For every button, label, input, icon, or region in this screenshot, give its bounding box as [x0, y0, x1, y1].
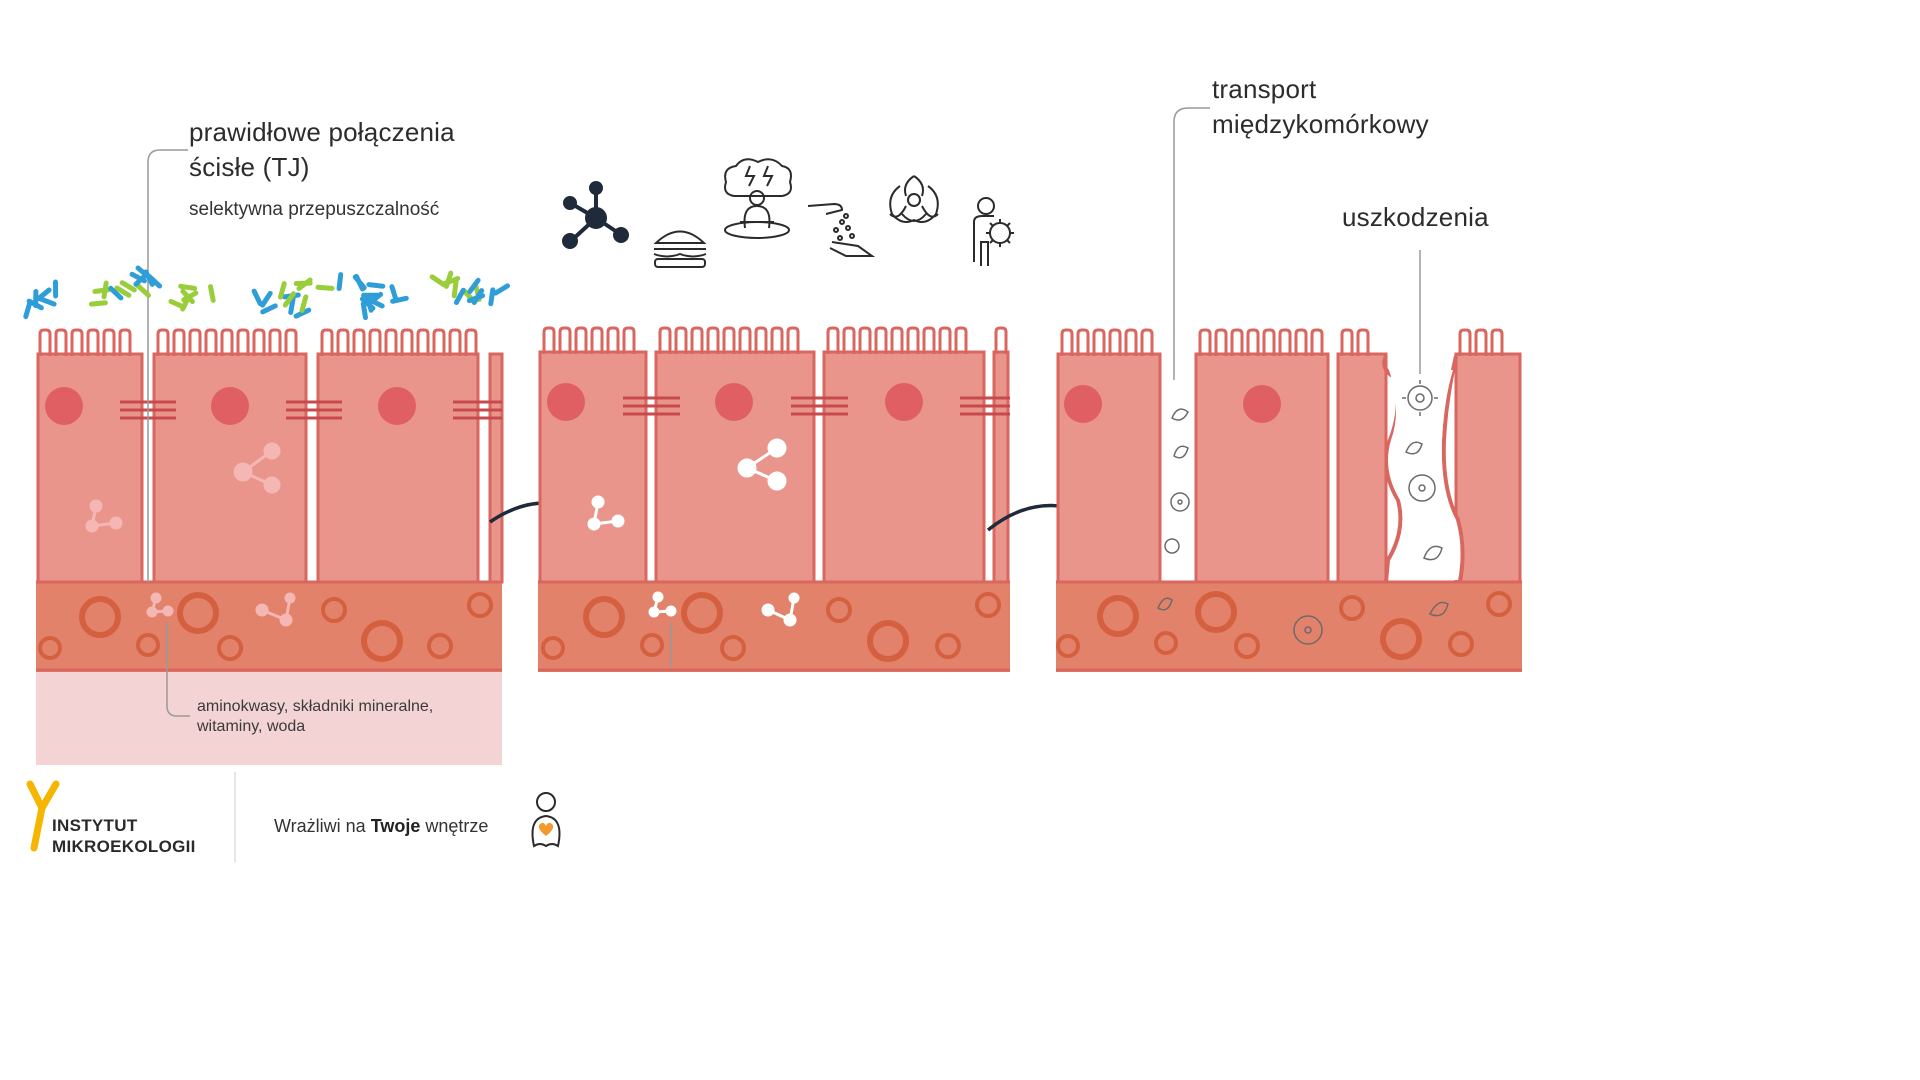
bacterium [282, 291, 296, 308]
bacterium [336, 272, 344, 291]
lamina-zone [36, 670, 502, 765]
intestinal-barrier-diagram: prawidłowe połączenia ścisłe (TJ) selekt… [23, 74, 1522, 862]
tagline-bold: Twoje [370, 816, 421, 836]
bacterium [390, 295, 409, 304]
nutrients-line2: witaminy, woda [197, 718, 306, 735]
molecules [587, 438, 800, 627]
bacterium [168, 299, 187, 310]
bacterium [429, 274, 447, 288]
bacterium [364, 294, 374, 313]
nutrients-callout-line [166, 622, 190, 717]
tj-subtitle: selektywna przepuszczalność [189, 199, 440, 220]
tj-title-line1: prawidłowe połączenia [189, 117, 455, 147]
bacterium [108, 285, 124, 301]
transport-callout-line [1173, 107, 1210, 380]
tj-callout-line [147, 149, 188, 300]
nuclei [45, 387, 416, 425]
tj-title-line2: ścisłe (TJ) [189, 152, 310, 182]
bacterium [251, 288, 263, 307]
bacterium [38, 296, 57, 307]
bacterium [26, 298, 44, 311]
bacterium [443, 270, 454, 289]
tight-junctions [120, 400, 502, 420]
burger-icon [653, 230, 707, 268]
transport-line1: transport [1212, 74, 1317, 104]
bacterium [453, 287, 466, 305]
epithelial-cells [36, 352, 504, 584]
pathogens [1157, 380, 1449, 645]
stress-icon [724, 158, 792, 239]
microvilli [38, 328, 478, 358]
person-virus-icon [973, 197, 1014, 266]
bacterium [466, 293, 486, 304]
bacterium [360, 301, 368, 321]
bacterium [208, 284, 216, 303]
bacterium [178, 283, 197, 291]
bacterium [451, 279, 459, 299]
tagline-suffix: wnętrze [420, 816, 489, 836]
bacterium [353, 273, 365, 292]
heart-person-icon [531, 792, 561, 848]
hand-powder-icon [807, 202, 876, 257]
bacterium [488, 287, 496, 307]
bacterium [278, 281, 287, 300]
bacterium [389, 284, 399, 303]
bacterium [288, 296, 296, 315]
bacterium [101, 280, 109, 300]
bacterium [135, 265, 152, 280]
bacterium [260, 303, 278, 315]
connective-tissue [36, 582, 502, 672]
bacterium [180, 288, 195, 305]
molecules-faint [85, 442, 296, 627]
bacterium [299, 294, 309, 313]
bacterium [23, 300, 33, 320]
bacterium [260, 290, 273, 308]
molecule-icon [562, 181, 629, 249]
tagline-prefix: Wrażliwi na [274, 816, 371, 836]
gut-bacteria [23, 265, 510, 321]
institute-logo [26, 780, 60, 852]
bacterium [366, 282, 386, 289]
bacterium [296, 277, 313, 291]
brand-line2: MIKROEKOLOGII [52, 837, 196, 856]
nutrients-line1: aminokwasy, składniki mineralne, [197, 698, 434, 715]
bacterium [493, 283, 510, 296]
panel-stressed [538, 326, 1010, 672]
brand-line1: INSTYTUT [52, 816, 138, 835]
transport-line2: międzykomórkowy [1212, 109, 1429, 139]
bacterium [135, 283, 151, 298]
tissue-rings [38, 592, 493, 662]
panel-leaky [1056, 107, 1522, 672]
tagline: Wrażliwi na Twoje wnętrze [274, 816, 488, 837]
bacterium [114, 285, 132, 298]
damage-label: uszkodzenia [1342, 202, 1489, 232]
bacterium [467, 277, 481, 295]
biohazard-icon [889, 175, 939, 223]
bacterium [88, 300, 108, 307]
bacterium [146, 274, 163, 289]
stressor-icons [562, 158, 1014, 268]
bacterium [35, 287, 52, 302]
diagram-artwork [23, 107, 1522, 862]
panel-healthy [23, 149, 510, 765]
bacterium [119, 280, 137, 293]
bacterium [293, 307, 312, 319]
bacterium [315, 284, 335, 291]
